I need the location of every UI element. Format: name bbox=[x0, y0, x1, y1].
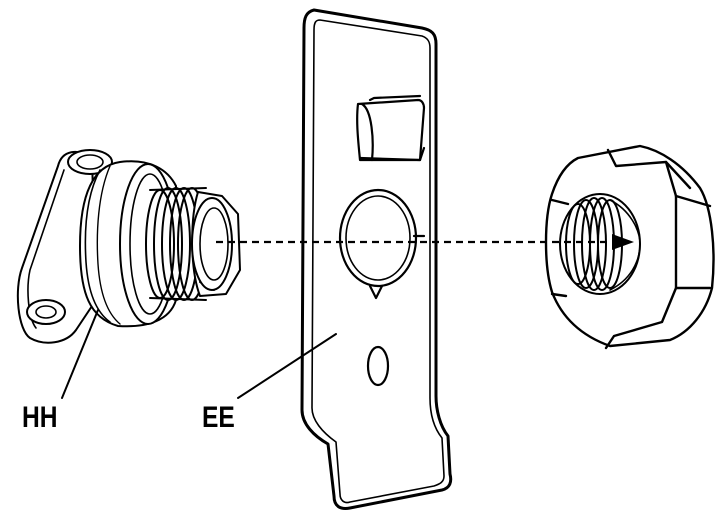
fitting-ear-tab bbox=[16, 150, 97, 344]
hex-nut bbox=[544, 144, 715, 350]
leader-line-hh bbox=[61, 309, 99, 399]
plate-slot bbox=[366, 345, 390, 387]
assembly-axis-arrow bbox=[216, 234, 634, 250]
leader-line-ee bbox=[237, 333, 337, 399]
nut-threads bbox=[559, 193, 641, 295]
mounting-plate bbox=[300, 8, 453, 510]
callout-label-fitting: HH bbox=[22, 401, 58, 434]
plate-tab bbox=[356, 94, 426, 162]
ear-hole bbox=[26, 299, 66, 325]
arrowhead bbox=[612, 234, 634, 250]
fitting-threads bbox=[145, 187, 241, 301]
callout-label-plate: EE bbox=[202, 401, 235, 434]
plate-center-hole bbox=[338, 188, 426, 300]
threaded-fitting bbox=[16, 149, 241, 344]
